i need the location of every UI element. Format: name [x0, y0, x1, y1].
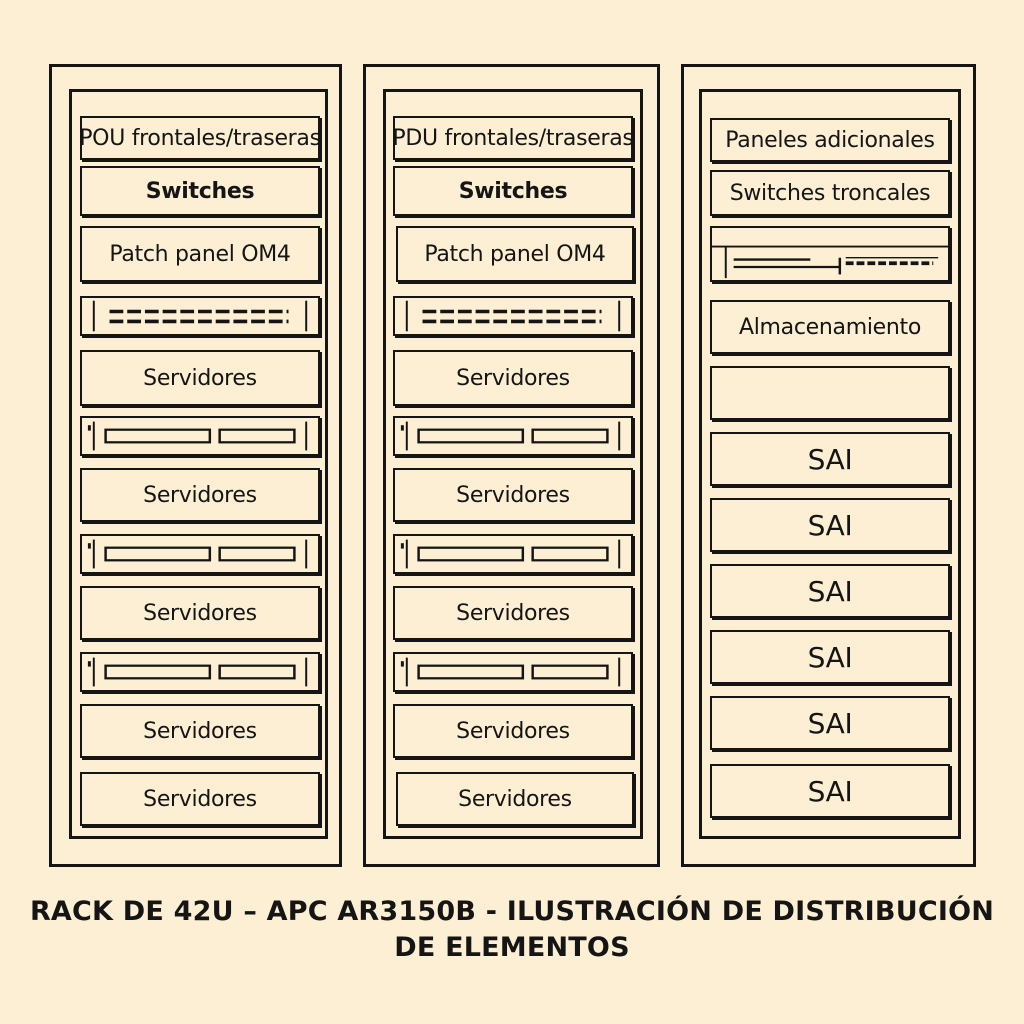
ups-unit: SAI: [710, 764, 950, 818]
unit-label: SAI: [807, 442, 853, 476]
server-blank-panel: [393, 652, 633, 692]
unit-label: Almacenamiento: [738, 314, 922, 340]
additional-panels-unit: Paneles adicionales: [710, 118, 950, 162]
unit-label: Switches: [145, 178, 255, 204]
port-row-icon: [405, 300, 621, 332]
patch-panel-ports: [80, 296, 320, 336]
patch-panel-om4-unit: Patch panel OM4: [80, 226, 320, 282]
patch-panel-om4-unit: Patch panel OM4: [396, 226, 634, 282]
unit-label: Servidores: [143, 786, 257, 812]
unit-label: Switches troncales: [729, 180, 931, 206]
caption-line-1: RACK DE 42U – APC AR3150B - ILUSTRACIÓN …: [29, 896, 995, 927]
unit-label: Patch panel OM4: [424, 241, 606, 267]
patch-panel-ports: [393, 296, 633, 336]
drive-bay-icon: [400, 657, 621, 687]
unit-label: PDU frontales/traseras: [392, 125, 634, 151]
unit-label: SAI: [807, 640, 853, 674]
rack-3: Paneles adicionales Switches troncales A…: [681, 64, 976, 867]
unit-label: SAI: [807, 508, 853, 542]
server-blank-panel: [393, 416, 633, 456]
switches-unit: Switches: [393, 166, 633, 216]
server-blank-panel: [80, 534, 320, 574]
server-blank-panel: [393, 534, 633, 574]
servers-unit: Servidores: [396, 772, 634, 826]
drive-bay-icon: [87, 539, 308, 569]
servers-unit: Servidores: [80, 704, 320, 758]
pdu-unit: POU frontales/traseras: [79, 116, 321, 160]
trunk-patch-panel: [710, 226, 950, 282]
server-blank-panel: [80, 416, 320, 456]
unit-label: Patch panel OM4: [109, 241, 291, 267]
ups-unit: SAI: [710, 630, 950, 684]
unit-label: Servidores: [143, 482, 257, 508]
servers-unit: Servidores: [80, 468, 320, 522]
unit-label: SAI: [807, 774, 853, 808]
rack-3-frame: Paneles adicionales Switches troncales A…: [699, 89, 961, 839]
unit-label: Servidores: [458, 786, 572, 812]
caption-line-2: DE ELEMENTOS: [394, 932, 630, 963]
pdu-unit: PDU frontales/traseras: [392, 116, 634, 160]
servers-unit: Servidores: [393, 468, 633, 522]
servers-unit: Servidores: [393, 586, 633, 640]
unit-label: Servidores: [143, 718, 257, 744]
rack-2: PDU frontales/traseras Switches Patch pa…: [363, 64, 660, 867]
ups-unit: SAI: [710, 498, 950, 552]
ups-unit: SAI: [710, 432, 950, 486]
unit-label: Switches: [458, 178, 568, 204]
unit-label: Servidores: [456, 482, 570, 508]
drive-bay-icon: [87, 421, 308, 451]
trunk-port-row-icon: [712, 245, 948, 279]
servers-unit: Servidores: [80, 772, 320, 826]
unit-label: Servidores: [456, 365, 570, 391]
unit-label: Servidores: [143, 600, 257, 626]
ups-unit: SAI: [710, 696, 950, 750]
drive-bay-icon: [400, 421, 621, 451]
port-row-icon: [92, 300, 308, 332]
rack-1: POU frontales/traseras Switches Patch pa…: [49, 64, 342, 867]
empty-slot: [710, 366, 950, 420]
unit-label: POU frontales/traseras: [79, 125, 321, 151]
unit-label: Paneles adicionales: [725, 127, 935, 153]
servers-unit: Servidores: [80, 350, 320, 406]
switches-unit: Switches: [80, 166, 320, 216]
unit-label: Servidores: [456, 718, 570, 744]
ups-unit: SAI: [710, 564, 950, 618]
rack-1-frame: POU frontales/traseras Switches Patch pa…: [69, 89, 328, 839]
unit-label: SAI: [807, 574, 853, 608]
trunk-switches-unit: Switches troncales: [710, 170, 950, 216]
unit-label: Servidores: [456, 600, 570, 626]
storage-unit: Almacenamiento: [710, 300, 950, 354]
unit-label: Servidores: [143, 365, 257, 391]
servers-unit: Servidores: [393, 350, 633, 406]
rack-2-frame: PDU frontales/traseras Switches Patch pa…: [383, 89, 643, 839]
unit-label: SAI: [807, 706, 853, 740]
server-blank-panel: [80, 652, 320, 692]
drive-bay-icon: [400, 539, 621, 569]
drive-bay-icon: [87, 657, 308, 687]
servers-unit: Servidores: [393, 704, 633, 758]
servers-unit: Servidores: [80, 586, 320, 640]
